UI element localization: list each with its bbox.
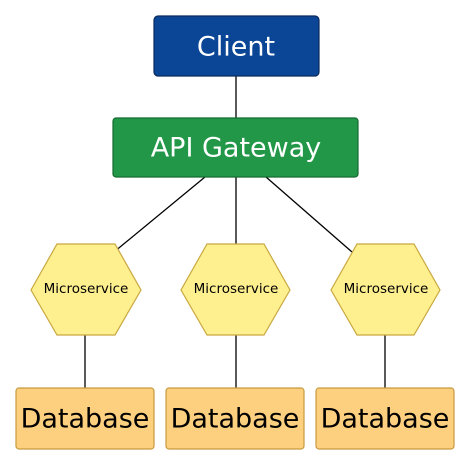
api-gateway-node: API Gateway	[112, 117, 359, 178]
connector-gateway-service-right	[265, 176, 353, 253]
database-label: Database	[21, 404, 150, 435]
microservice-node-left: Microservice	[30, 243, 142, 336]
database-label: Database	[171, 404, 300, 435]
client-box	[153, 15, 320, 77]
client-node: Client	[153, 15, 320, 77]
microservice-label: Microservice	[194, 281, 279, 297]
database-box	[165, 387, 305, 450]
microservice-hexagon	[180, 243, 291, 336]
microservice-hexagon	[30, 243, 142, 336]
microservice-node-right: Microservice	[330, 243, 441, 336]
database-node-center: Database	[165, 387, 305, 450]
api-gateway-box	[112, 117, 359, 178]
connectors	[84, 76, 386, 388]
database-node-right: Database	[315, 387, 455, 450]
database-box	[315, 387, 455, 450]
database-box	[15, 387, 155, 450]
microservice-node-center: Microservice	[180, 243, 291, 336]
api-gateway-label: API Gateway	[151, 133, 322, 164]
microservice-label: Microservice	[344, 281, 429, 297]
microservice-label: Microservice	[44, 281, 129, 297]
database-node-left: Database	[15, 387, 155, 450]
microservice-hexagon	[330, 243, 441, 336]
connector-gateway-service-left	[113, 176, 206, 253]
client-label: Client	[197, 32, 275, 63]
database-label: Database	[321, 404, 450, 435]
